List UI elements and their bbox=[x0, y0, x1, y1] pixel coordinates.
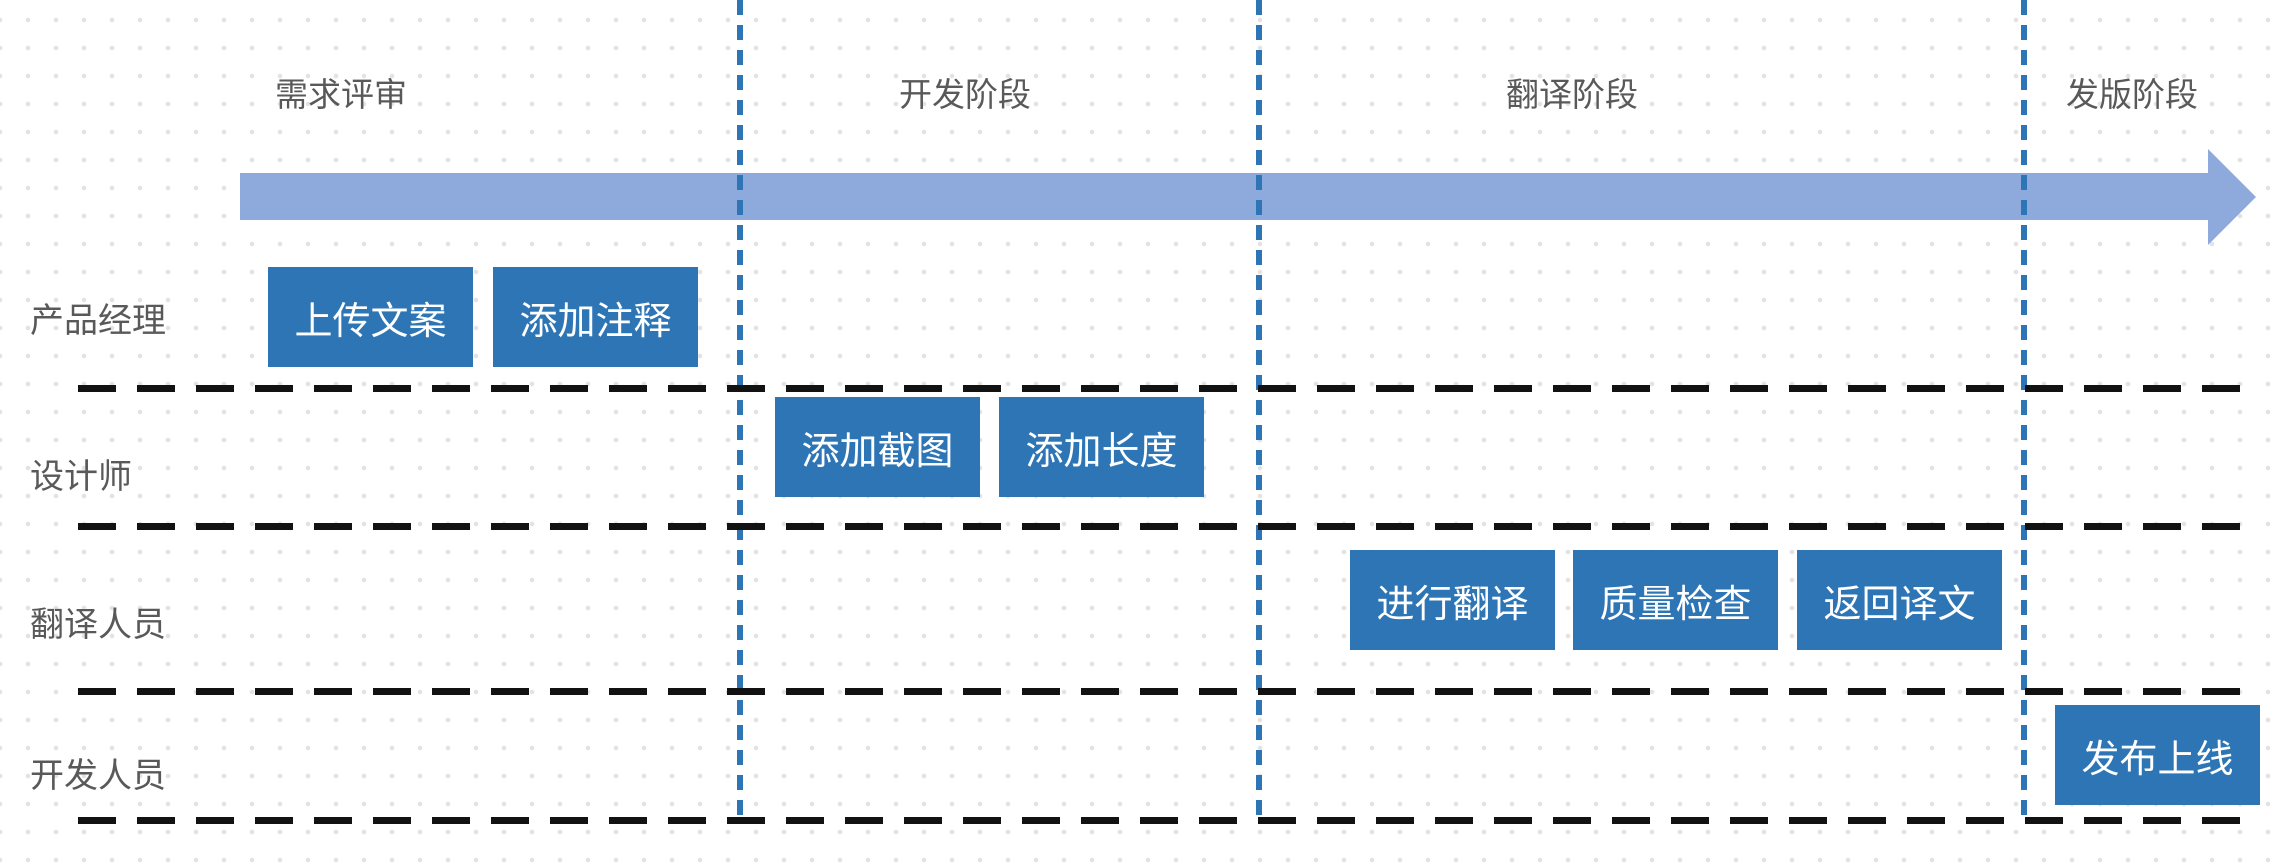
lane-divider-1 bbox=[78, 385, 2260, 392]
phase-label-release: 发版阶段 bbox=[2066, 76, 2198, 113]
timeline-arrow-head-icon bbox=[2208, 149, 2256, 245]
task-box-upload-copy: 上传文案 bbox=[268, 267, 473, 367]
swimlane-label-product-manager: 产品经理 bbox=[30, 302, 166, 340]
task-box-return-translation: 返回译文 bbox=[1797, 550, 2002, 650]
lane-divider-4 bbox=[78, 817, 2260, 824]
phase-divider-2 bbox=[1256, 0, 1262, 821]
swimlane-label-translator: 翻译人员 bbox=[30, 606, 166, 644]
phase-label-development: 开发阶段 bbox=[899, 76, 1031, 113]
swimlane-label-designer: 设计师 bbox=[30, 458, 132, 496]
phase-divider-3 bbox=[2021, 0, 2027, 821]
task-box-add-notes: 添加注释 bbox=[493, 267, 698, 367]
swimlane-label-developer: 开发人员 bbox=[30, 757, 166, 795]
phase-label-translation: 翻译阶段 bbox=[1506, 76, 1638, 113]
task-box-add-length: 添加长度 bbox=[999, 397, 1204, 497]
phase-divider-1 bbox=[737, 0, 743, 821]
task-box-quality-check: 质量检查 bbox=[1573, 550, 1778, 650]
task-box-publish-online: 发布上线 bbox=[2055, 705, 2260, 805]
lane-divider-2 bbox=[78, 523, 2260, 530]
phase-label-requirements-review: 需求评审 bbox=[275, 76, 407, 113]
timeline-arrow-body bbox=[240, 173, 2208, 220]
lane-divider-3 bbox=[78, 688, 2260, 695]
task-box-add-screenshot: 添加截图 bbox=[775, 397, 980, 497]
task-box-do-translation: 进行翻译 bbox=[1350, 550, 1555, 650]
